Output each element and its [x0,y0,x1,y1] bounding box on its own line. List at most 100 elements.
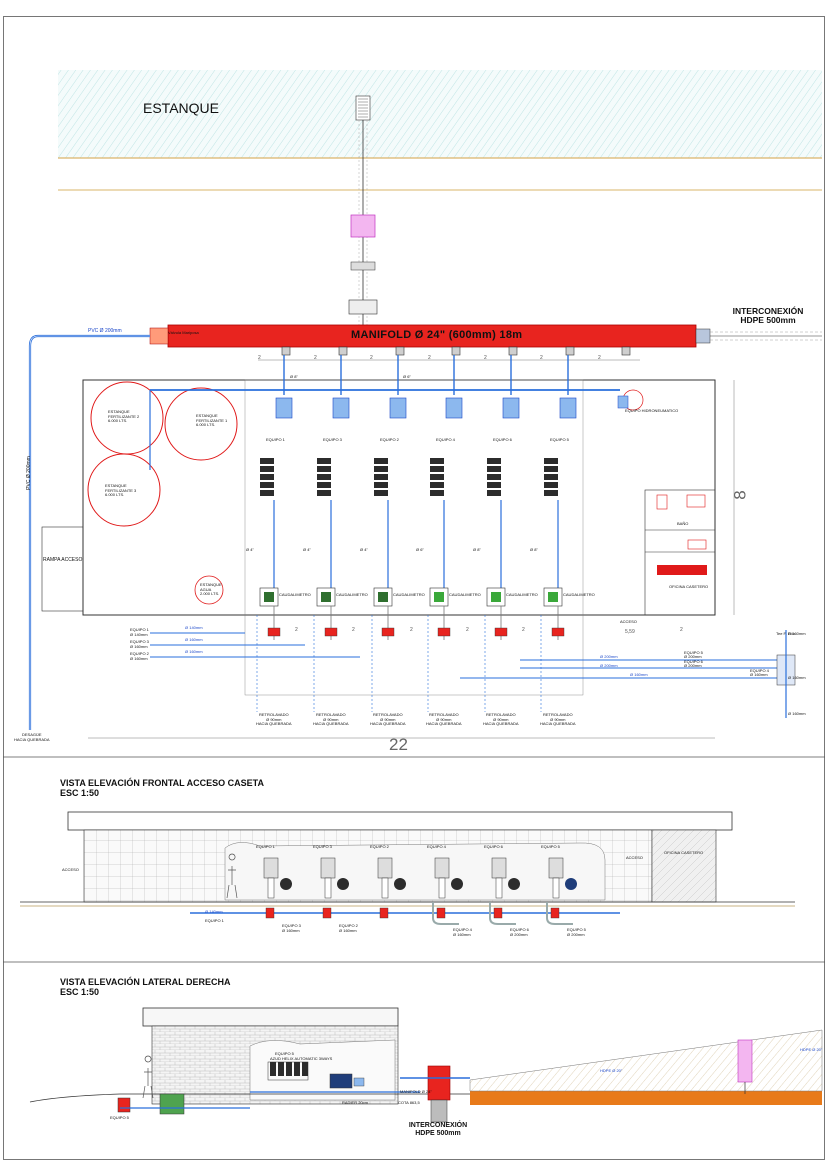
equipment-column-6-filter-1 [544,458,558,464]
equipment-column-3-pump [389,397,407,419]
plan-equipo-1: EQUIPO 1 [266,437,285,442]
equipment-column-5-filter-3 [487,474,501,480]
equipment-column-2-filter-2 [317,466,331,472]
retrolavado-5-line-1: RETROLAVADO [485,712,516,717]
side-pump [329,1073,353,1089]
equipment-column-6-filter-5 [544,490,558,496]
interconnection-label: INTERCONEXIÓN HDPE 500mm [726,307,810,325]
front-unit-6-outlet-pipe [546,902,573,925]
retrolavado-2-line-2: Ø 90mm [323,716,339,722]
equipment-column-2-filter-3 [317,474,331,480]
equipment-column-5-filter-1 [487,458,501,464]
front-bottom-eq-3: EQUIPO 4 [453,927,472,932]
retrolavado-2-line-3: HACIA QUEBRADA [313,721,349,726]
retrolavado-6-line-3: HACIA QUEBRADA [540,721,576,726]
front-unit-1-stand [267,877,275,899]
front-unit-4-pump [451,878,463,890]
front-equipo-5: EQUIPO 6 [484,844,503,849]
front-unit-4-outlet-pipe [432,902,459,925]
equipment-column-1-pump [275,397,293,419]
tank-fert-2-label: ESTANQUE FERTILIZANTE 2 6.000 LTS. [108,409,139,424]
hydro-label: EQUIPO HIDRONEUMATICO [625,408,679,413]
retrolavado-3-line-3: HACIA QUEBRADA [370,721,406,726]
pond-hatch [58,70,822,158]
front-unit-4-valve [436,907,446,919]
equipment-column-4-pump [445,397,463,419]
office-label: OFICINA CASETERO [669,584,709,589]
side-title-line-2: ESC 1:50 [60,987,100,997]
side-equipo5-label: EQUIPO 5 [275,1051,294,1056]
plan-caudalimetro-2: CAUDALIMETRO [336,592,368,597]
front-unit-5-valve [493,907,503,919]
front-unit-5-body [491,857,507,879]
equipment-columns [259,355,577,640]
side-intake-valve [737,1039,753,1083]
front-unit-5-pump [508,878,520,890]
front-office-label: OFICINA CASETERO [664,850,704,855]
equipment-column-3-filter-2 [374,466,388,472]
dim-2-top-6: 2 [540,355,543,361]
tank-fert-1 [164,387,238,461]
dim-2-bottom-2: 2 [352,627,355,633]
equipment-column-2-valve [324,627,338,637]
plan-diam-2: Ø 4" [303,547,311,552]
dim-2-bottom-1: 2 [295,627,298,633]
side-hdpe-label: HDPE Ø 20" [600,1068,623,1073]
equipment-column-1-meter [264,592,274,602]
drain-pipe [28,334,150,730]
plan-equipo-2: EQUIPO 3 [323,437,342,442]
plan-diam-3: Ø 4" [360,547,368,552]
outlet-right-d2-1: Ø 200mm [600,654,618,659]
drain-line-1: DESAGÜE [22,732,42,737]
tank-fert-1-l3: 6.000 LTS. [196,422,216,427]
side-manifold-label: MANIFOLD Ø 24" [400,1089,432,1094]
front-title-line-1: VISTA ELEVACIÓN FRONTAL ACCESO CASETA [60,778,265,788]
dim-2-top-1: 2 [258,355,261,361]
pvc-vertical-label: PVC Ø 200mm [25,456,32,490]
bathroom-label: BAÑO [677,521,689,526]
equipment-column-4-valve [437,627,451,637]
side-valve-box [159,1093,185,1115]
front-unit-3-valve [379,907,389,919]
side-azud-label: AZUD HELIX AUTOMATIC 3WAYS [270,1056,333,1061]
plan-caudalimetro-6: CAUDALIMETRO [563,592,595,597]
equipment-column-4-meter [434,592,444,602]
plan-caudalimetro-3: CAUDALIMETRO [393,592,425,597]
plan-diam-1: Ø 4" [246,547,254,552]
manifold-label: MANIFOLD Ø 24" (600mm) 18m [351,329,523,341]
equipment-column-1-filter-5 [260,490,274,496]
front-unit-2-pump [337,878,349,890]
front-bottom-eq-5: EQUIPO 5 [567,927,586,932]
sheet-border [3,16,825,1160]
front-unit-6-valve [550,907,560,919]
plan-diam-6: Ø 8" [530,547,538,552]
plan-diam-top-1: Ø 8" [290,374,298,379]
drain-label: DESAGÜE HACIA QUEBRADA [14,732,50,742]
front-unit-6-stand [552,877,560,899]
ground-orange [470,1091,822,1105]
tank-water-l1: ESTANQUE [200,582,222,587]
front-outlet-left-d: Ø 140mm [205,909,223,914]
side-hdpe-right: HDPE Ø 20" [800,1047,823,1052]
dim-2-bottom-5: 2 [522,627,525,633]
equipment-column-5-pump [502,397,520,419]
side-filter-bank [250,1061,420,1093]
side-radier-label: RADIER 20cm [342,1100,369,1105]
tank-fert-1-label: ESTANQUE FERTILIZANTE 1 6.000 LTS. [196,413,227,428]
front-unit-2-stand [324,877,332,899]
side-interconnection-l2: HDPE 500mm [415,1129,461,1137]
front-unit-3-stand [381,877,389,899]
front-unit-2-valve [322,907,332,919]
pond-label: ESTANQUE [143,100,219,116]
plan-valve-label: Válvula Mariposa [168,330,199,335]
front-access-right: ACCESO [626,855,643,860]
equipment-column-4-filter-3 [430,474,444,480]
retrolavado-5-line-2: Ø 90mm [493,716,509,722]
front-unit-1-valve [265,907,275,919]
front-unit-4-stand [438,877,446,899]
front-bottom-d-5: Ø 200mm [567,932,585,937]
front-unit-5-outlet-pipe [489,902,516,925]
